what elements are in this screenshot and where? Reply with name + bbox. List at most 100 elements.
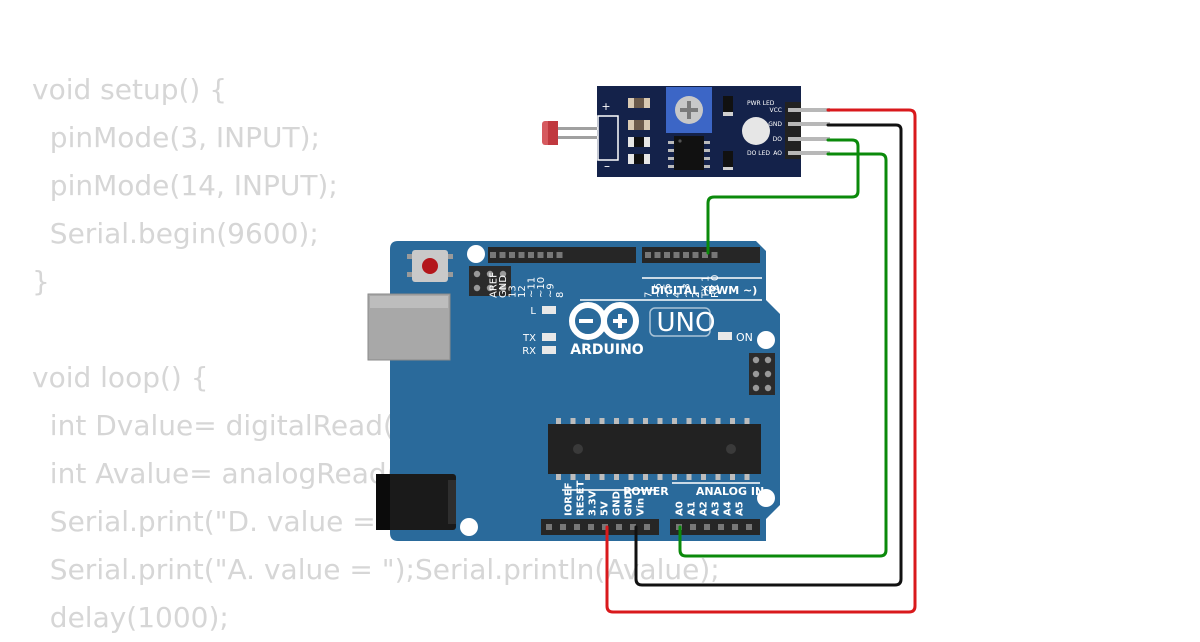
analog-pin-label: A1 <box>687 501 698 516</box>
sensor-header-pin[interactable] <box>788 151 830 155</box>
header-pin-hole[interactable] <box>746 524 752 530</box>
code-line: pinMode(3, INPUT); <box>32 121 320 154</box>
header-pin-hole[interactable] <box>546 524 552 530</box>
header-pin-hole[interactable] <box>537 252 544 258</box>
photoresistor-icon <box>542 121 598 145</box>
header-pin-hole[interactable] <box>683 252 689 258</box>
smd-component <box>628 96 733 170</box>
status-led <box>742 117 770 145</box>
wire-vcc-to-5v[interactable] <box>605 108 917 614</box>
analog-pin-label: A2 <box>699 501 710 516</box>
digital-pin-label: ~11 <box>527 277 538 298</box>
power-pin-label: GND <box>624 491 635 516</box>
pwr-led-label: PWR LED <box>747 100 775 107</box>
digital-pin-label: 2 <box>691 292 702 298</box>
usb-connector <box>367 293 451 361</box>
digital-pin-label: TX 1 <box>701 276 712 300</box>
arduino-logo-icon <box>569 302 639 340</box>
microcontroller-chip <box>548 418 761 480</box>
board-model-label: UNO <box>657 308 716 338</box>
header-pin-hole[interactable] <box>616 524 622 530</box>
digital-pin-label: AREF <box>489 272 500 298</box>
analog-pin-label: A4 <box>723 501 734 516</box>
header-pin-hole[interactable] <box>692 252 699 258</box>
header-pin-hole[interactable] <box>702 252 708 258</box>
header-pin-hole[interactable] <box>711 252 718 258</box>
reset-button[interactable] <box>407 250 453 282</box>
analog-pin-label: A5 <box>735 501 746 516</box>
mounting-hole <box>460 518 478 536</box>
power-pin-label: 3.3V <box>588 490 599 516</box>
wire-gnd-to-gnd[interactable] <box>634 123 903 587</box>
light-sensor-module[interactable]: + – <box>542 86 830 177</box>
header-pin-hole[interactable] <box>560 524 566 530</box>
led-rx: RX <box>522 346 556 357</box>
power-pin-label: 5V <box>600 501 611 516</box>
power-pin-label: IOREF <box>564 482 575 516</box>
digital-pin-label: ~10 <box>536 277 547 298</box>
digital-pin-label: ~3 <box>682 283 693 298</box>
header-pin-hole[interactable] <box>704 524 710 530</box>
comparator-chip <box>668 136 710 170</box>
potentiometer-icon[interactable] <box>666 87 712 133</box>
sensor-header-pin[interactable] <box>788 108 830 112</box>
header-pin-hole[interactable] <box>644 524 650 530</box>
icsp-header-top <box>469 266 511 296</box>
digital-header-label: DIGITAL (PWM ~) <box>651 284 758 297</box>
header-pin-hole[interactable] <box>547 252 553 258</box>
header-pin-hole[interactable] <box>645 252 651 258</box>
sensor-pin-label: VCC <box>770 107 782 114</box>
sensor-pin-label: GND <box>768 121 782 128</box>
analog-pin-header[interactable] <box>670 519 760 535</box>
svg-text:TX: TX <box>522 333 536 344</box>
header-pin-hole[interactable] <box>664 252 670 258</box>
header-pin-hole[interactable] <box>518 252 525 258</box>
header-pin-hole[interactable] <box>499 252 506 258</box>
header-pin-hole[interactable] <box>673 252 680 258</box>
svg-text:ON: ON <box>736 331 753 344</box>
header-pin-hole[interactable] <box>574 524 580 530</box>
digital-pin-label: ~6 <box>653 283 664 298</box>
header-pin-hole[interactable] <box>690 524 696 530</box>
power-pin-label: RESET <box>576 480 587 516</box>
digital-pin-label: GND <box>498 275 509 298</box>
wires <box>605 108 917 614</box>
svg-text:–: – <box>604 159 610 173</box>
wire-ao-to-a0[interactable] <box>678 152 888 558</box>
header-pin-hole[interactable] <box>602 524 608 530</box>
header-pin-hole[interactable] <box>528 252 534 258</box>
digital-pin-label: ~5 <box>663 283 674 298</box>
code-line: Serial.print("A. value = ");Serial.print… <box>32 553 720 586</box>
code-line: void setup() { <box>32 73 228 106</box>
power-header-label: POWER <box>623 485 669 498</box>
arduino-uno-board[interactable]: DIGITAL (PWM ~) L TX RX ON ARDUINO <box>367 241 780 541</box>
header-pin-hole[interactable] <box>588 524 594 530</box>
arduino-wordmark: ARDUINO <box>570 342 644 358</box>
digital-pin-label: ~9 <box>546 283 557 298</box>
header-pin-hole[interactable] <box>630 524 636 530</box>
header-pin-hole[interactable] <box>732 524 738 530</box>
code-line: } <box>32 265 50 298</box>
svg-text:L: L <box>530 306 536 317</box>
led-tx: TX <box>522 333 556 344</box>
digital-pin-label: 13 <box>508 285 519 298</box>
analog-header-label: ANALOG IN <box>696 485 764 498</box>
wire-do-to-d3[interactable] <box>706 138 860 255</box>
digital-pin-label: 8 <box>555 292 566 298</box>
header-pin-hole[interactable] <box>654 252 661 258</box>
header-pin-hole[interactable] <box>509 252 515 258</box>
sensor-header-pin[interactable] <box>788 137 830 141</box>
power-pin-label: GND <box>612 491 623 516</box>
sensor-header-pin[interactable] <box>788 122 830 126</box>
header-pin-hole[interactable] <box>490 252 496 258</box>
digital-pin-header[interactable] <box>488 247 760 263</box>
header-pin-hole[interactable] <box>718 524 724 530</box>
power-pin-header[interactable] <box>541 519 659 535</box>
header-pin-hole[interactable] <box>556 252 563 258</box>
power-pin-label: Vin <box>636 498 647 516</box>
do-led-label: DO LED <box>747 150 770 157</box>
code-line: delay(1000); <box>32 601 229 634</box>
sensor-pin-label: DO <box>773 136 783 143</box>
code-line: pinMode(14, INPUT); <box>32 169 338 202</box>
